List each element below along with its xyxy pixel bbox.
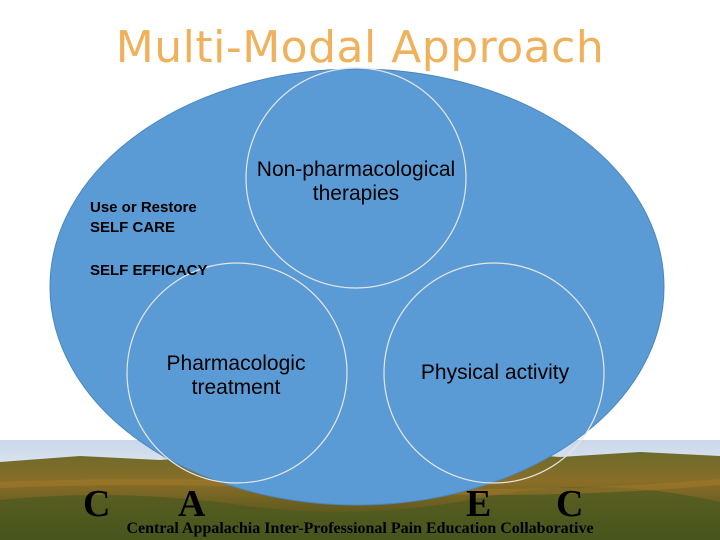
footer-text: Central Appalachia Inter-Professional Pa… bbox=[0, 520, 720, 538]
label-self-efficacy: SELF EFFICACY bbox=[90, 261, 290, 281]
label-pharmacologic: Pharmacologic treatment bbox=[131, 352, 341, 400]
label-physical-activity: Physical activity bbox=[390, 361, 600, 385]
outer-ellipse bbox=[50, 69, 664, 505]
label-self-care: Use or Restore SELF CARE bbox=[90, 198, 250, 238]
label-non-pharmacological: Non-pharmacological therapies bbox=[226, 158, 486, 206]
